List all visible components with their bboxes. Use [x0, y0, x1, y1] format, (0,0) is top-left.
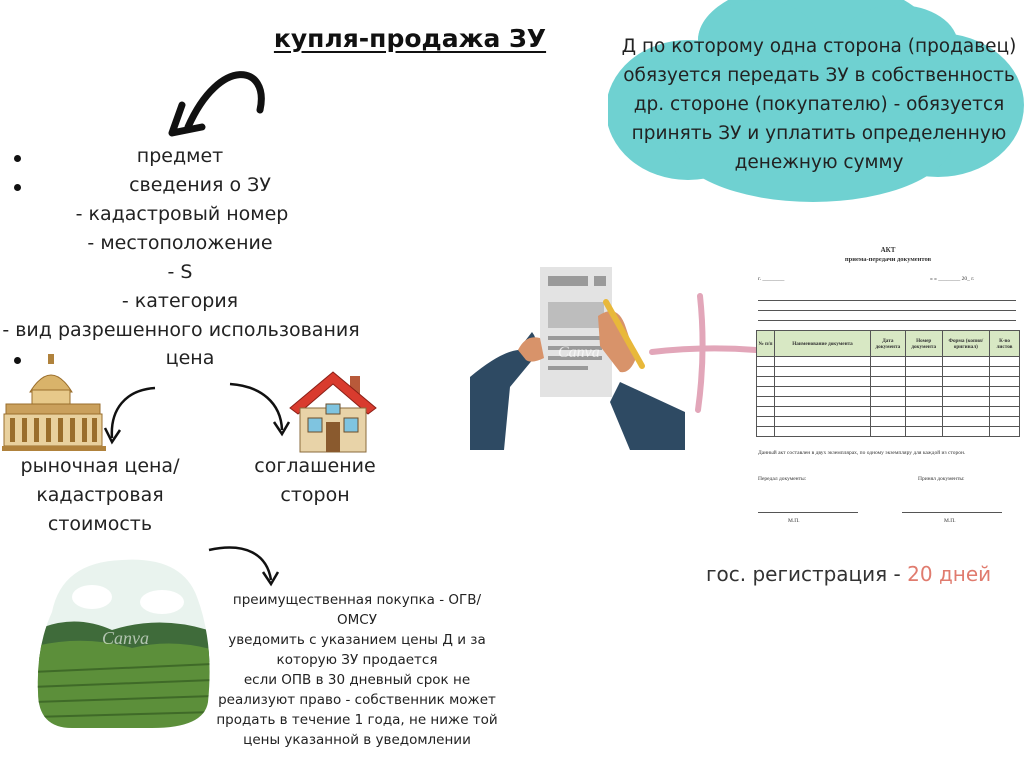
watermark: Canva: [558, 344, 600, 361]
list-item: - S: [167, 261, 193, 283]
arrow-down-left-icon: [103, 386, 156, 445]
bullet-icon: [14, 155, 21, 162]
house-icon: [289, 371, 377, 453]
list-item: цена: [165, 347, 215, 369]
government-building-icon: [2, 354, 106, 451]
agreement-label: соглашение сторон: [254, 455, 376, 506]
list-item: сведения о ЗУ: [129, 174, 271, 196]
list-item: - категория: [121, 290, 239, 312]
signing-hands-image: Canva: [470, 267, 685, 450]
list-item: предмет: [136, 145, 224, 167]
page-title: купля-продажа ЗУ: [273, 24, 547, 53]
cloud-shape: [608, 0, 1024, 202]
list-item: - кадастровый номер: [75, 203, 289, 225]
act-document: АКТ приема-передачи документов г. ______…: [752, 240, 1024, 540]
bullet-icon: [14, 184, 21, 191]
market-price-label: рыночная цена/ кадастровая стоимость: [20, 455, 180, 535]
watermark: Canva: [102, 628, 149, 648]
curved-arrow-icon: [208, 546, 280, 587]
list-item: - вид разрешенного использования: [2, 319, 360, 341]
registration-text: гос. регистрация - 20 дней: [706, 562, 992, 586]
bullet-icon: [14, 357, 21, 364]
field-landscape-image: Canva: [37, 559, 210, 729]
arrow-down-right-icon: [229, 382, 291, 437]
plus-icon: [649, 293, 759, 413]
registration-days: 20 дней: [907, 562, 992, 586]
curved-arrow-icon: [168, 71, 265, 137]
list-item: - местоположение: [87, 232, 273, 254]
preemption-text: преимущественная покупка - ОГВ/ ОМСУ уве…: [216, 592, 498, 748]
act-table: № п/п Наименование документа Дата докуме…: [756, 330, 1020, 437]
definition-text: Д по которому одна сторона (продавец) об…: [621, 36, 1017, 173]
